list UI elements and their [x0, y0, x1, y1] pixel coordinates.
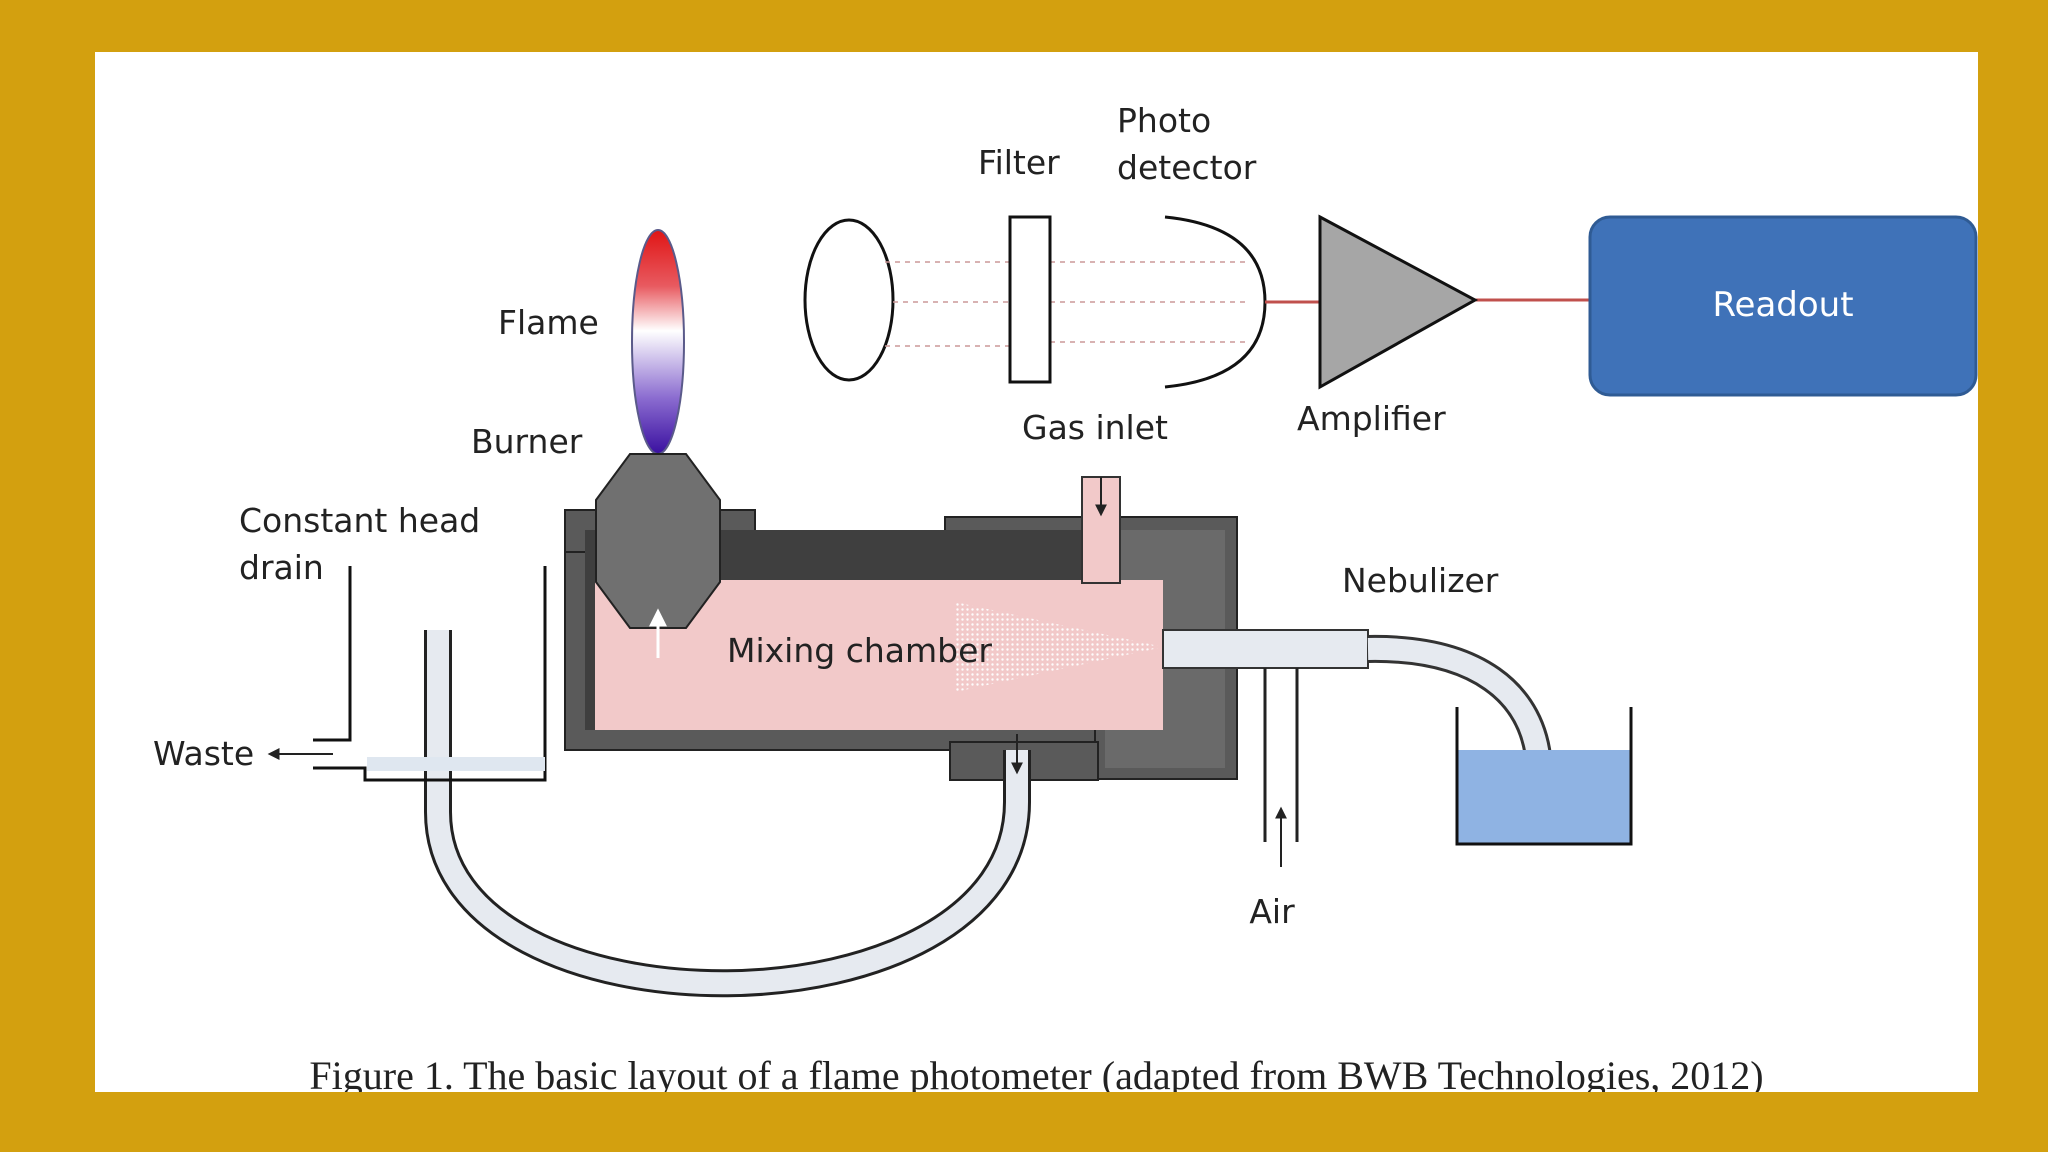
figure-caption: Figure 1. The basic layout of a flame ph…	[309, 1053, 1764, 1092]
diagram-panel: Readout Flame Burner Filter Photo dete	[95, 52, 1978, 1092]
sample-beaker	[1455, 707, 1633, 846]
flame-photometer-diagram: Readout Flame Burner Filter Photo dete	[153, 101, 1978, 998]
label-photo-detector-2: detector	[1117, 148, 1257, 187]
light-rays	[885, 261, 1245, 347]
label-constant-head-1: Constant head	[239, 501, 480, 540]
flame-shape	[631, 229, 685, 455]
label-filter: Filter	[978, 143, 1060, 182]
label-gas-inlet: Gas inlet	[1022, 408, 1168, 447]
constant-head-vessel	[313, 566, 352, 742]
label-nebulizer: Nebulizer	[1342, 561, 1499, 600]
amplifier-triangle	[1318, 214, 1479, 390]
filter-element	[1008, 215, 1052, 384]
label-flame: Flame	[498, 303, 599, 342]
nebulizer-spray	[955, 602, 1163, 692]
label-waste: Waste	[153, 734, 254, 773]
label-burner: Burner	[471, 422, 583, 461]
label-constant-head-2: drain	[239, 548, 324, 587]
readout-box	[1588, 215, 1978, 397]
nebulizer-tube	[1162, 629, 1369, 669]
label-photo-detector-1: Photo	[1117, 101, 1211, 140]
label-amplifier: Amplifier	[1297, 399, 1446, 438]
lens	[803, 218, 895, 382]
label-air: Air	[1249, 892, 1295, 931]
label-mixing-chamber: Mixing chamber	[727, 631, 992, 670]
sample-liquid	[1457, 750, 1631, 844]
readout-label: Readout	[1712, 285, 1853, 325]
burner-octagon	[595, 453, 721, 629]
